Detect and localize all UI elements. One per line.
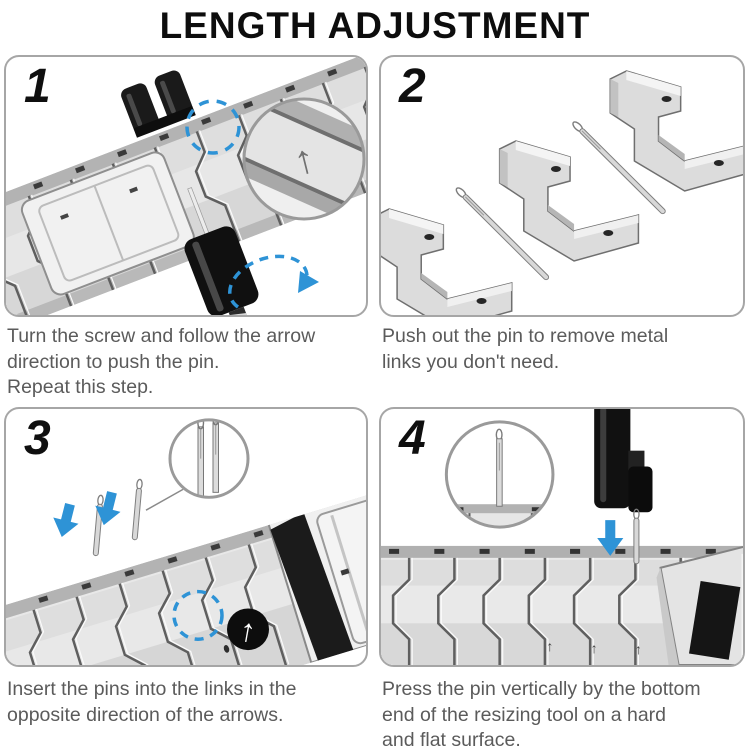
panel-step-3: 3 (4, 407, 368, 667)
step-number: 3 (24, 412, 51, 465)
step-3-illustration: ↑ (6, 418, 366, 665)
pin-slots (38, 530, 264, 603)
panel-step-1: 1 (4, 55, 368, 317)
link-removal-tool (121, 70, 268, 315)
step-number: 4 (399, 412, 426, 465)
step-number: 1 (24, 60, 51, 113)
metal-link (609, 70, 743, 192)
magnifier-inset (168, 418, 250, 499)
panel-step-4: 4 (379, 407, 745, 667)
engraved-arrow-stamps: ↑ ↑ ↑ (546, 638, 642, 657)
engraved-arrow-icon: ↑ (546, 638, 553, 654)
caption-step-2: Push out the pin to remove metal links y… (382, 325, 669, 373)
magnifier-inset (444, 420, 555, 529)
clasp (20, 151, 195, 296)
metal-link (498, 140, 640, 262)
watch-band (6, 465, 366, 665)
caption-step-4: Press the pin vertically by the bottom e… (382, 678, 701, 750)
link-pin (633, 508, 640, 565)
down-arrow-icon (49, 501, 83, 541)
rotation-arrow-icon (228, 254, 319, 309)
magnifier-leader-line (145, 488, 184, 511)
engraved-arrow-icon: ↑ (635, 641, 642, 657)
link-pin (92, 494, 105, 557)
step-number: 2 (399, 60, 426, 113)
page-title: LENGTH ADJUSTMENT (159, 5, 591, 46)
magnifier-inset: ↑ (242, 97, 366, 221)
link-pin (131, 478, 144, 541)
watch-band (6, 57, 366, 315)
link-highlight-circle (172, 589, 224, 641)
engraved-arrow-icon: ↑ (591, 640, 598, 656)
step-4-illustration: ↑ ↑ ↑ (381, 409, 743, 665)
up-arrow-icon: ↑ (237, 611, 259, 649)
link-highlight-circle (185, 99, 241, 155)
panel-step-2: 2 (379, 55, 745, 317)
step-2-illustration (381, 70, 743, 315)
pin-slots (389, 548, 716, 554)
caption-step-1: Turn the screw and follow the arrow dire… (7, 325, 316, 398)
step-1-illustration: ↑ (6, 57, 366, 315)
pin-slots (33, 68, 338, 190)
link-keyholes (223, 645, 230, 653)
up-arrow-badge: ↑ (227, 608, 269, 651)
screw-thread (228, 306, 268, 315)
clasp (656, 545, 743, 665)
watch-band: ↑ ↑ ↑ (381, 545, 743, 665)
resizing-tool (594, 409, 653, 513)
caption-step-3: Insert the pins into the links in the op… (7, 678, 297, 726)
